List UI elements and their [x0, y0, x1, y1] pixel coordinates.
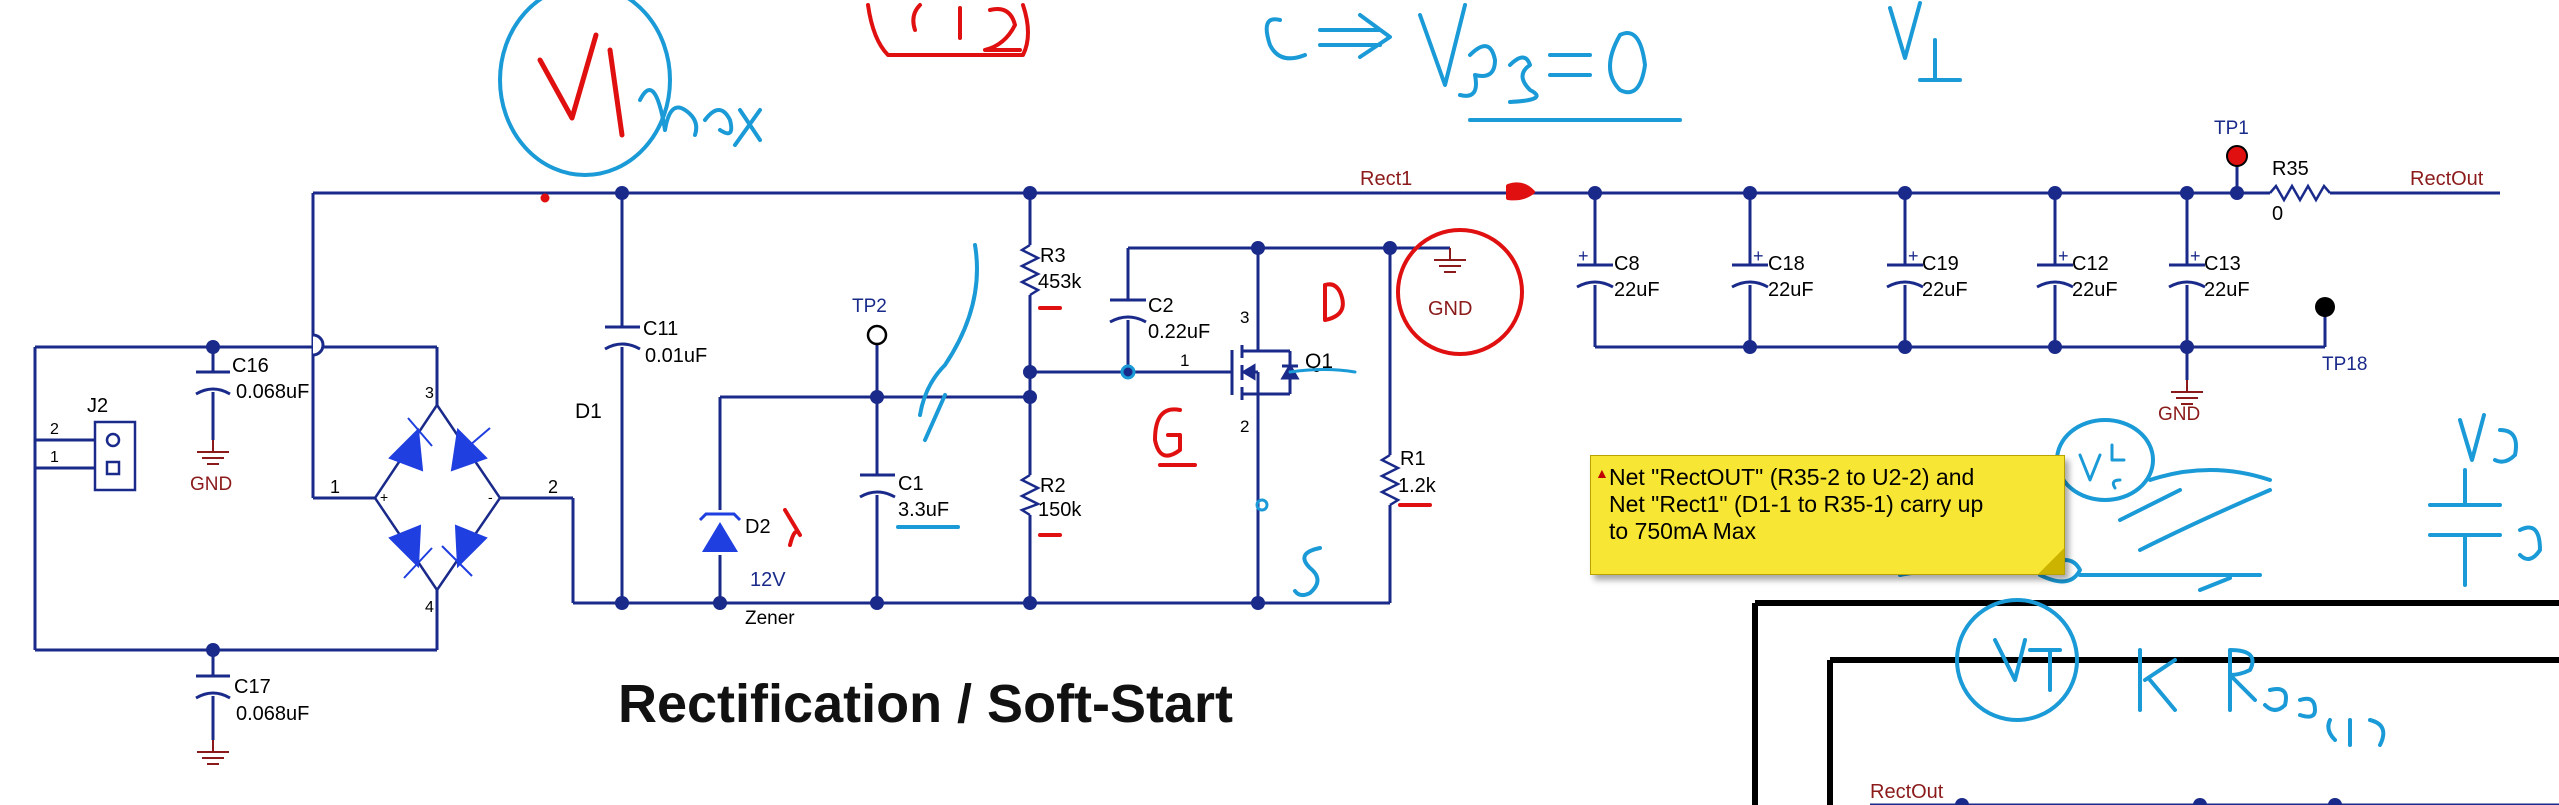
- gnd-c17: [196, 739, 230, 765]
- c12-ref-label: C12: [2072, 253, 2109, 275]
- capacitor-c8: + C8 22uF: [1576, 246, 1660, 301]
- r3-value-label: 453k: [1038, 271, 1082, 293]
- r2-ref-label: R2: [1040, 475, 1066, 497]
- c1-ref-label: C1: [898, 473, 924, 495]
- q1-ref-label: Q1: [1305, 350, 1333, 373]
- c18-value-label: 22uF: [1768, 279, 1814, 301]
- resistor-r2: R2 150k: [1019, 473, 1082, 521]
- j2-pin1-label: 1: [50, 449, 59, 466]
- c2-value-label: 0.22uF: [1148, 321, 1210, 343]
- gnd-capbank: GND: [2158, 379, 2204, 425]
- svg-text:+: +: [2190, 246, 2201, 266]
- resistor-r35: R35 0: [2269, 158, 2331, 225]
- c17-ref-label: C17: [234, 676, 271, 698]
- svg-text:+: +: [2058, 246, 2069, 266]
- note-line-3: to 750mA Max: [1609, 518, 1757, 544]
- wire-crossover: [312, 333, 325, 357]
- gnd-drain: GND: [1428, 247, 1472, 320]
- q1-pin1-label: 1: [1180, 351, 1189, 370]
- r35-ref-label: R35: [2272, 158, 2309, 180]
- c11-value-label: 0.01uF: [645, 345, 707, 367]
- capacitor-c13: + C13 22uF: [2168, 246, 2250, 301]
- bridge-minus-label: -: [488, 489, 493, 505]
- tp2-label: TP2: [852, 296, 887, 317]
- resistor-r1: R1 1.2k: [1379, 448, 1437, 507]
- c16-value-label: 0.068uF: [236, 381, 309, 403]
- testpoint-tp18: TP18: [2315, 297, 2367, 375]
- gnd3-label: GND: [2158, 404, 2200, 425]
- testpoint-tp2: TP2: [852, 296, 888, 346]
- d2-value-label: 12V: [750, 569, 786, 591]
- r35-value-label: 0: [2272, 203, 2283, 225]
- sticky-note: ▲ Net "RectOUT" (R35-2 to U2-2) and Net …: [1590, 455, 2065, 575]
- net-label-rect1: Rect1: [1360, 168, 1412, 190]
- capacitor-c11: C11 0.01uF: [604, 318, 707, 367]
- r2-value-label: 150k: [1038, 499, 1082, 521]
- c2-ref-label: C2: [1148, 295, 1174, 317]
- j2-pin2-label: 2: [50, 421, 59, 438]
- gnd1-label: GND: [190, 474, 232, 495]
- bridge-pin3-label: 3: [425, 385, 434, 402]
- gnd-c16: GND: [190, 439, 232, 495]
- d1-ref-label: D1: [575, 400, 602, 423]
- note-line-1: Net "RectOUT" (R35-2 to U2-2) and: [1609, 464, 1975, 490]
- c18-ref-label: C18: [1768, 253, 1805, 275]
- c1-value-label: 3.3uF: [898, 499, 949, 521]
- connector-j2: J2 2 1: [50, 395, 137, 492]
- wires: [33, 162, 2559, 805]
- svg-text:+: +: [1753, 246, 1764, 266]
- mosfet-q1: [1230, 340, 1300, 405]
- bridge-rectifier-d1: 1 2 3 4 + - D1: [330, 385, 602, 616]
- bridge-pin4-label: 4: [425, 599, 434, 616]
- c12-value-label: 22uF: [2072, 279, 2118, 301]
- r3-ref-label: R3: [1040, 245, 1066, 267]
- svg-text:+: +: [1908, 246, 1919, 266]
- net-label-rectout-lower: RectOut: [1870, 781, 1944, 803]
- q1-pin3-label: 3: [1240, 308, 1249, 327]
- tp1-label: TP1: [2214, 118, 2249, 139]
- zener-d2: D2 12V Zener: [698, 512, 795, 629]
- d2-ref-label: D2: [745, 516, 771, 538]
- c17-value-label: 0.068uF: [236, 703, 309, 725]
- c11-ref-label: C11: [643, 318, 678, 340]
- c13-value-label: 22uF: [2204, 279, 2250, 301]
- q1-pin2-label: 2: [1240, 417, 1249, 436]
- c16-ref-label: C16: [232, 355, 269, 377]
- capacitor-c16: C16 0.068uF: [195, 355, 309, 403]
- bridge-pin2-label: 2: [548, 477, 558, 497]
- net-label-rectout: RectOut: [2410, 168, 2484, 190]
- c8-value-label: 22uF: [1614, 279, 1660, 301]
- d2-type-label: Zener: [745, 608, 795, 629]
- capacitor-c1: C1 3.3uF: [859, 473, 949, 521]
- testpoint-tp1: TP1: [2214, 118, 2249, 167]
- handwritten-annotations: [498, 0, 2542, 747]
- note-page-curl: [2038, 548, 2064, 574]
- bridge-plus-label: +: [380, 489, 388, 505]
- capacitor-c18: + C18 22uF: [1731, 246, 1814, 301]
- capacitor-c12: + C12 22uF: [2036, 246, 2118, 301]
- gnd2-label: GND: [1428, 298, 1472, 320]
- svg-text:+: +: [1578, 246, 1589, 266]
- resistor-r3: R3 453k: [1019, 243, 1082, 297]
- r1-ref-label: R1: [1400, 448, 1426, 470]
- bridge-pin1-label: 1: [330, 477, 340, 497]
- capacitor-c2: C2 0.22uF: [1109, 295, 1210, 343]
- c19-value-label: 22uF: [1922, 279, 1968, 301]
- c13-ref-label: C13: [2204, 253, 2241, 275]
- j2-ref-label: J2: [87, 395, 108, 417]
- r1-value-label: 1.2k: [1398, 475, 1437, 497]
- tp18-label: TP18: [2322, 354, 2367, 375]
- capacitor-c17: C17 0.068uF: [195, 674, 309, 725]
- note-line-2: Net "Rect1" (D1-1 to R35-1) carry up: [1609, 491, 1984, 517]
- page-title: Rectification / Soft-Start: [618, 674, 1234, 734]
- c19-ref-label: C19: [1922, 253, 1959, 275]
- c8-ref-label: C8: [1614, 253, 1640, 275]
- capacitor-c19: + C19 22uF: [1886, 246, 1968, 301]
